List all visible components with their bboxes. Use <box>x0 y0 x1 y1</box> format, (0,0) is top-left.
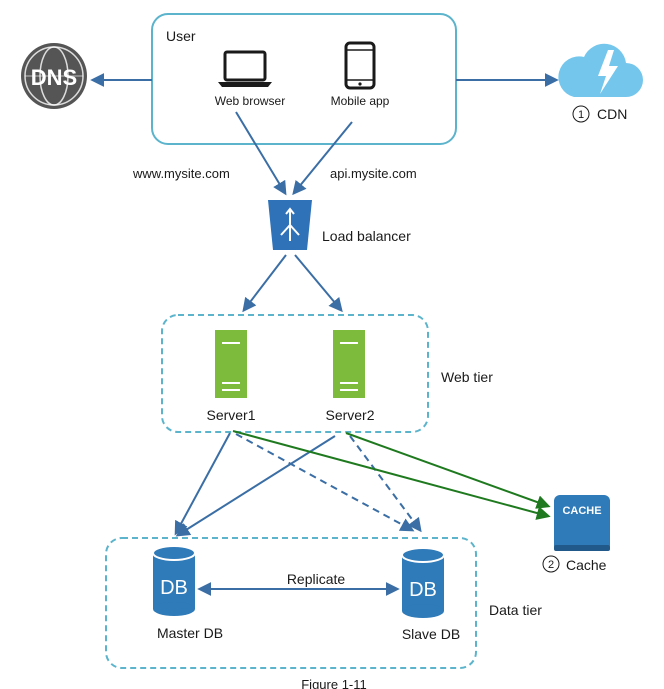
laptop-icon <box>218 50 272 87</box>
master-db-label: Master DB <box>157 625 223 641</box>
cdn-label: CDN <box>597 106 627 122</box>
load-balancer-label: Load balancer <box>322 228 411 244</box>
arrow-server2-to-cache <box>345 432 551 509</box>
server2-label: Server2 <box>325 407 374 423</box>
mobile-phone-icon <box>344 41 376 90</box>
web-browser-label: Web browser <box>215 94 285 108</box>
data-tier-label: Data tier <box>489 602 542 618</box>
web-tier-label: Web tier <box>441 369 493 385</box>
server2-icon <box>333 330 365 398</box>
cache-icon-text: CACHE <box>562 505 601 517</box>
arrow-mobile-to-lb <box>292 121 353 196</box>
arrow-lb-to-server1 <box>242 254 287 313</box>
cdn-number-badge <box>572 105 590 123</box>
web-tier-box <box>161 314 429 433</box>
server1-label: Server1 <box>206 407 255 423</box>
slave-db-icon: DB <box>401 547 445 618</box>
cache-icon: CACHE <box>554 495 610 551</box>
www-url-label: www.mysite.com <box>132 166 230 181</box>
api-url-label: api.mysite.com <box>330 166 417 181</box>
cache-label: Cache <box>566 557 607 573</box>
load-balancer-icon <box>268 200 312 250</box>
arrow-server2-to-master <box>175 435 336 537</box>
server1-icon <box>215 330 247 398</box>
cdn-cloud-icon <box>558 43 643 97</box>
master-db-icon-text: DB <box>160 577 188 599</box>
user-box <box>151 13 457 145</box>
master-db-icon: DB <box>152 545 196 616</box>
replicate-label: Replicate <box>287 571 346 587</box>
dns-globe-icon: DNS <box>21 43 87 109</box>
slave-db-icon-text: DB <box>409 579 437 601</box>
arrow-web-to-lb <box>235 111 287 196</box>
user-title: User <box>166 28 196 44</box>
arrow-lb-to-server2 <box>294 254 343 313</box>
data-tier-box <box>105 537 477 669</box>
arrow-server1-to-master <box>174 432 231 536</box>
mobile-app-label: Mobile app <box>331 94 390 108</box>
arrow-server2-to-slave <box>349 435 422 533</box>
cdn-number: 1 <box>578 109 584 121</box>
arrow-server1-to-slave <box>235 433 415 532</box>
arrow-server1-to-cache <box>232 430 551 520</box>
slave-db-label: Slave DB <box>402 626 460 642</box>
cache-number: 2 <box>548 559 554 571</box>
dns-text: DNS <box>31 65 77 90</box>
cache-number-badge <box>542 555 560 573</box>
figure-caption: Figure 1-11 <box>301 677 367 689</box>
